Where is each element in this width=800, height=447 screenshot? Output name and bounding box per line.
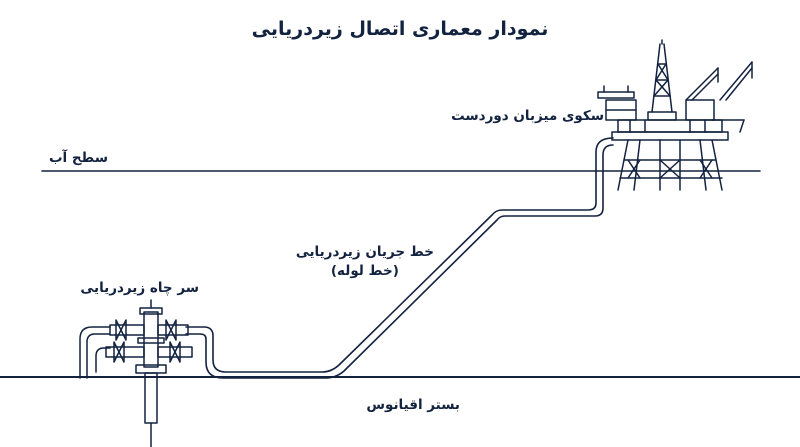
flowline-pipe <box>185 137 614 379</box>
host-platform-label: سکوی میزبان دوردست <box>451 108 604 124</box>
seabed-label: بستر اقیانوس <box>366 397 460 413</box>
flowline-label: خط جریان زیردریایی (خط لوله) <box>296 243 434 281</box>
subsea-christmas-tree-icon <box>79 299 193 447</box>
diagram-title: نمودار معماری اتصال زیردریایی <box>251 18 549 40</box>
water-surface-label: سطح آب <box>48 150 108 166</box>
flowline-label-line1: خط جریان زیردریایی <box>295 244 434 260</box>
subsea-tree-label: سر چاه زیردریایی <box>80 280 199 296</box>
offshore-platform-icon <box>597 39 753 191</box>
flowline-label-line2: (خط لوله) <box>330 263 399 279</box>
